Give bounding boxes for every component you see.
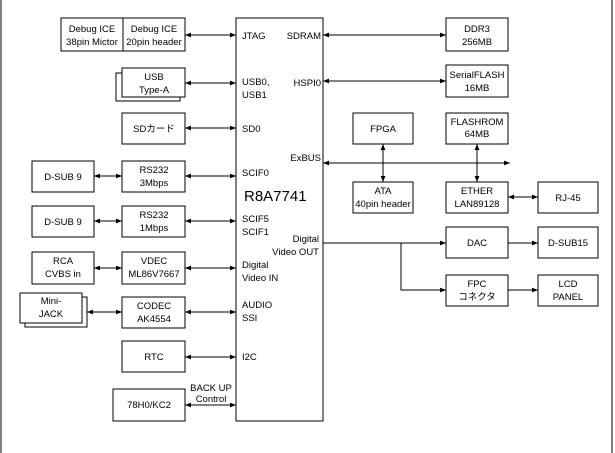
debug-ice-20pin-box: Debug ICE 20pin header	[122, 17, 186, 52]
codec-line2: AK4554	[137, 314, 171, 325]
ether-line2: LAN89128	[455, 199, 500, 210]
ata-line1: ATA	[374, 186, 392, 197]
pin-audio: AUDIO	[242, 300, 272, 311]
pin-jtag: JTAG	[242, 31, 266, 42]
codec-line1: CODEC	[137, 301, 171, 312]
rs232-1mbps-line2: 1Mbps	[140, 223, 169, 234]
chip-outline	[235, 17, 324, 422]
pin-sdram: SDRAM	[287, 31, 321, 42]
fpga-label: FPGA	[370, 124, 397, 135]
fpga-box: FPGA	[352, 112, 414, 145]
pin-usb1: USB1	[242, 90, 267, 101]
rs232-3mbps-line2: 3Mbps	[140, 178, 169, 189]
usb-line2: Type-A	[139, 85, 170, 96]
serialflash-line2: 16MB	[465, 83, 490, 94]
vdec-line2: ML86V7667	[128, 269, 179, 280]
serialflash-box: SerialFLASH 16MB	[445, 64, 509, 98]
lcd-line1: LCD	[558, 279, 577, 290]
flashrom-line1: FLASHROM	[451, 117, 504, 128]
lcd-panel-box: LCD PANEL	[537, 274, 599, 307]
debug-ice-mictor-line2: 38pin Mictor	[66, 37, 118, 48]
rs232-3mbps-box: RS232 3Mbps	[121, 160, 186, 193]
debug-ice-mictor-box: Debug ICE 38pin Mictor	[60, 17, 124, 52]
chip-name: R8A7741	[244, 188, 307, 205]
rtc-label: RTC	[144, 352, 163, 363]
usb-type-a-box: USB Type-A	[115, 67, 186, 102]
dsub9-a-box: D-SUB 9	[31, 160, 95, 193]
usb-line1: USB	[144, 72, 164, 83]
lcd-line2: PANEL	[553, 292, 583, 303]
mini-jack-line1: Mini-	[41, 296, 62, 307]
fpc-box: FPC コネクタ	[445, 274, 509, 307]
dsub9-b-label: D-SUB 9	[44, 217, 81, 228]
rs232-1mbps-box: RS232 1Mbps	[121, 205, 186, 238]
pin-i2c: I2C	[242, 352, 257, 363]
vdec-line1: VDEC	[141, 256, 168, 267]
conn-fpc	[400, 243, 446, 293]
rca-cvbs-box: RCA CVBS in	[31, 251, 95, 285]
pin-digital-video-in-1: Digital	[242, 260, 268, 271]
pin-scif5: SCIF5	[242, 214, 269, 225]
serialflash-line1: SerialFLASH	[450, 70, 505, 81]
mini-jack-line2: JACK	[39, 309, 64, 320]
rca-line2: CVBS in	[45, 269, 81, 280]
backup-control-line1: BACK UP	[190, 383, 232, 394]
pin-digital-video-out-1: Digital	[293, 234, 319, 245]
dsub9-a-label: D-SUB 9	[44, 172, 81, 183]
mini-jack-box: Mini- JACK	[19, 292, 88, 328]
dac-label: DAC	[467, 238, 487, 249]
rtc-box: RTC	[121, 340, 186, 373]
pin-digital-video-out-2: Video OUT	[272, 247, 319, 258]
dac-box: DAC	[445, 226, 509, 259]
flashrom-box: FLASHROM 64MB	[445, 112, 509, 145]
dsub15-box: D-SUB15	[537, 226, 599, 259]
sd-card-box: SDカード	[121, 112, 186, 145]
fpc-line2: コネクタ	[458, 292, 496, 303]
codec-box: CODEC AK4554	[121, 296, 186, 329]
debug-ice-mictor-line1: Debug ICE	[69, 24, 115, 35]
pin-digital-video-in-2: Video IN	[242, 273, 278, 284]
debug-ice-20pin-line1: Debug ICE	[131, 24, 177, 35]
pin-sd0: SD0	[242, 124, 260, 135]
ata-box: ATA 40pin header	[352, 181, 414, 214]
ddr3-box: DDR3 256MB	[445, 17, 509, 52]
rs232-1mbps-line1: RS232	[139, 210, 168, 221]
flashrom-line2: 64MB	[465, 129, 490, 140]
rs232-3mbps-line1: RS232	[139, 165, 168, 176]
pin-scif1: SCIF1	[242, 227, 269, 238]
dsub9-b-box: D-SUB 9	[31, 205, 95, 238]
pin-scif0: SCIF0	[242, 168, 269, 179]
debug-ice-20pin-line2: 20pin header	[126, 37, 181, 48]
main-chip: R8A7741	[235, 17, 324, 422]
rca-line1: RCA	[53, 256, 74, 267]
pin-usb0: USB0,	[242, 77, 269, 88]
backup-controller-box: 78H0/KC2	[112, 388, 186, 422]
ether-line1: ETHER	[461, 186, 493, 197]
pin-ssi: SSI	[242, 313, 257, 324]
rj45-label: RJ-45	[555, 193, 580, 204]
dsub15-label: D-SUB15	[548, 238, 588, 249]
ata-line2: 40pin header	[355, 199, 410, 210]
pin-hspi0: HSPI0	[294, 78, 321, 89]
vdec-box: VDEC ML86V7667	[121, 251, 186, 285]
ether-box: ETHER LAN89128	[445, 181, 509, 214]
backup-control-line2: Control	[196, 394, 227, 405]
backup-controller-label: 78H0/KC2	[127, 400, 171, 411]
rj45-box: RJ-45	[537, 181, 599, 214]
sd-card-label: SDカード	[133, 124, 175, 135]
fpc-line1: FPC	[468, 279, 487, 290]
ddr3-line2: 256MB	[462, 37, 492, 48]
pin-exbus: ExBUS	[290, 153, 321, 164]
ddr3-line1: DDR3	[464, 24, 490, 35]
